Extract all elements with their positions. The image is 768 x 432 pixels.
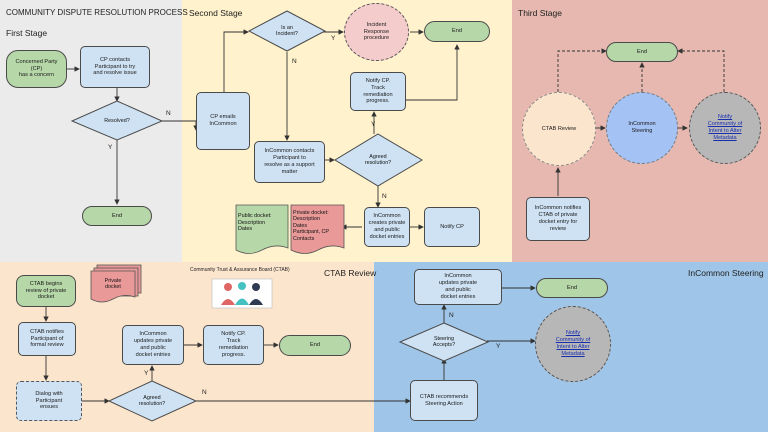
ctab-end-node: End — [279, 335, 351, 356]
steering-accepts-diamond — [398, 322, 490, 362]
resolved-diamond — [70, 100, 164, 141]
people-icon — [221, 282, 263, 305]
ctab-recommends-node: CTAB recommends Steering Action — [410, 380, 478, 421]
ctab-y-label: Y — [144, 370, 149, 377]
notify-cp-track-node: Notify CP. Track remediation progress. — [350, 72, 406, 111]
ctab-notify-cp-track-node: Notify CP. Track remediation progress. — [203, 325, 264, 365]
first-stage-title: First Stage — [6, 28, 48, 38]
ctab-review-title: CTAB Review — [324, 268, 377, 278]
board-label: Community Trust & Assurance Board (CTAB) — [190, 267, 290, 273]
third-end-node: End — [606, 42, 678, 62]
steering-notify-community-link[interactable]: Notify Community of Intent to Alter Meta… — [535, 306, 611, 382]
steering-y-label: Y — [496, 343, 501, 350]
agreed-resolution-diamond-ctab — [107, 380, 198, 422]
ctab-review-node: CTAB Review — [522, 92, 596, 166]
incident-response-node: Incident Response procedure — [344, 3, 409, 61]
third-notify-community-link[interactable]: Notify Community of Intent to Alter Meta… — [689, 92, 761, 164]
private-docket-shape — [290, 204, 345, 254]
private-docket-text: Private docket: Description Dates Partic… — [293, 209, 329, 242]
is-incident-label: Is an Incident? — [276, 24, 298, 37]
ctab-private-docket-shape — [90, 270, 136, 303]
first-end-node: End — [82, 206, 152, 226]
concerned-party-node: Concerned Party (CP) has a concern — [6, 50, 67, 88]
first-n-label: N — [166, 110, 171, 117]
incident-n-label: N — [292, 58, 297, 65]
incommon-steering-node: InCommon Steering — [606, 92, 678, 164]
incommon-notifies-node: InCommon notifies CTAB of private docket… — [526, 197, 590, 241]
diagram-title: COMMUNITY DISPUTE RESOLUTION PROCESS — [6, 8, 188, 17]
ctab-incommon-updates-node: InCommon updates private and public dock… — [122, 325, 184, 365]
second-stage-title: Second Stage — [189, 8, 243, 18]
incommon-steering-title: InCommon Steering — [688, 268, 764, 278]
agreed-y-label: Y — [371, 121, 376, 128]
notify-cp-node: Notify CP — [424, 207, 480, 247]
ctab-agreed-label: Agreed resolution? — [138, 394, 166, 407]
steering-n-label: N — [449, 312, 454, 319]
incommon-contacts-node: InCommon contacts Participant to resolve… — [254, 141, 325, 183]
agreed-n-label: N — [382, 193, 387, 200]
is-incident-diamond — [247, 10, 327, 52]
steering-accepts-label: Steering Accepts? — [432, 335, 456, 348]
cp-contacts-node: CP contacts Participant to try and resol… — [80, 46, 150, 88]
third-stage-title: Third Stage — [518, 8, 562, 18]
incident-y-label: Y — [331, 35, 336, 42]
cp-emails-node: CP emails InCommon — [196, 92, 250, 150]
public-docket-shape — [235, 204, 289, 254]
ctab-begins-node: CTAB begins review of private docket — [16, 275, 76, 307]
second-end-node: End — [424, 21, 490, 42]
agreed-resolution-label: Agreed resolution? — [364, 153, 392, 166]
dialog-node: Dialog with Participant ensues — [16, 381, 82, 421]
ctab-private-docket-text: Private docket — [104, 277, 122, 290]
first-y-label: Y — [108, 144, 113, 151]
steering-incommon-updates-node: InCommon updates private and public dock… — [414, 269, 502, 305]
resolved-label: Resolved? — [104, 117, 130, 124]
public-docket-text: Public docket: Description Dates — [238, 213, 272, 233]
ctab-notifies-node: CTAB notifies Participant of formal revi… — [18, 322, 76, 356]
steering-end-node: End — [536, 278, 608, 298]
agreed-resolution-diamond-2 — [334, 133, 423, 187]
creates-entries-node: InCommon creates private and public dock… — [364, 207, 410, 247]
ctab-n-label: N — [202, 389, 207, 396]
